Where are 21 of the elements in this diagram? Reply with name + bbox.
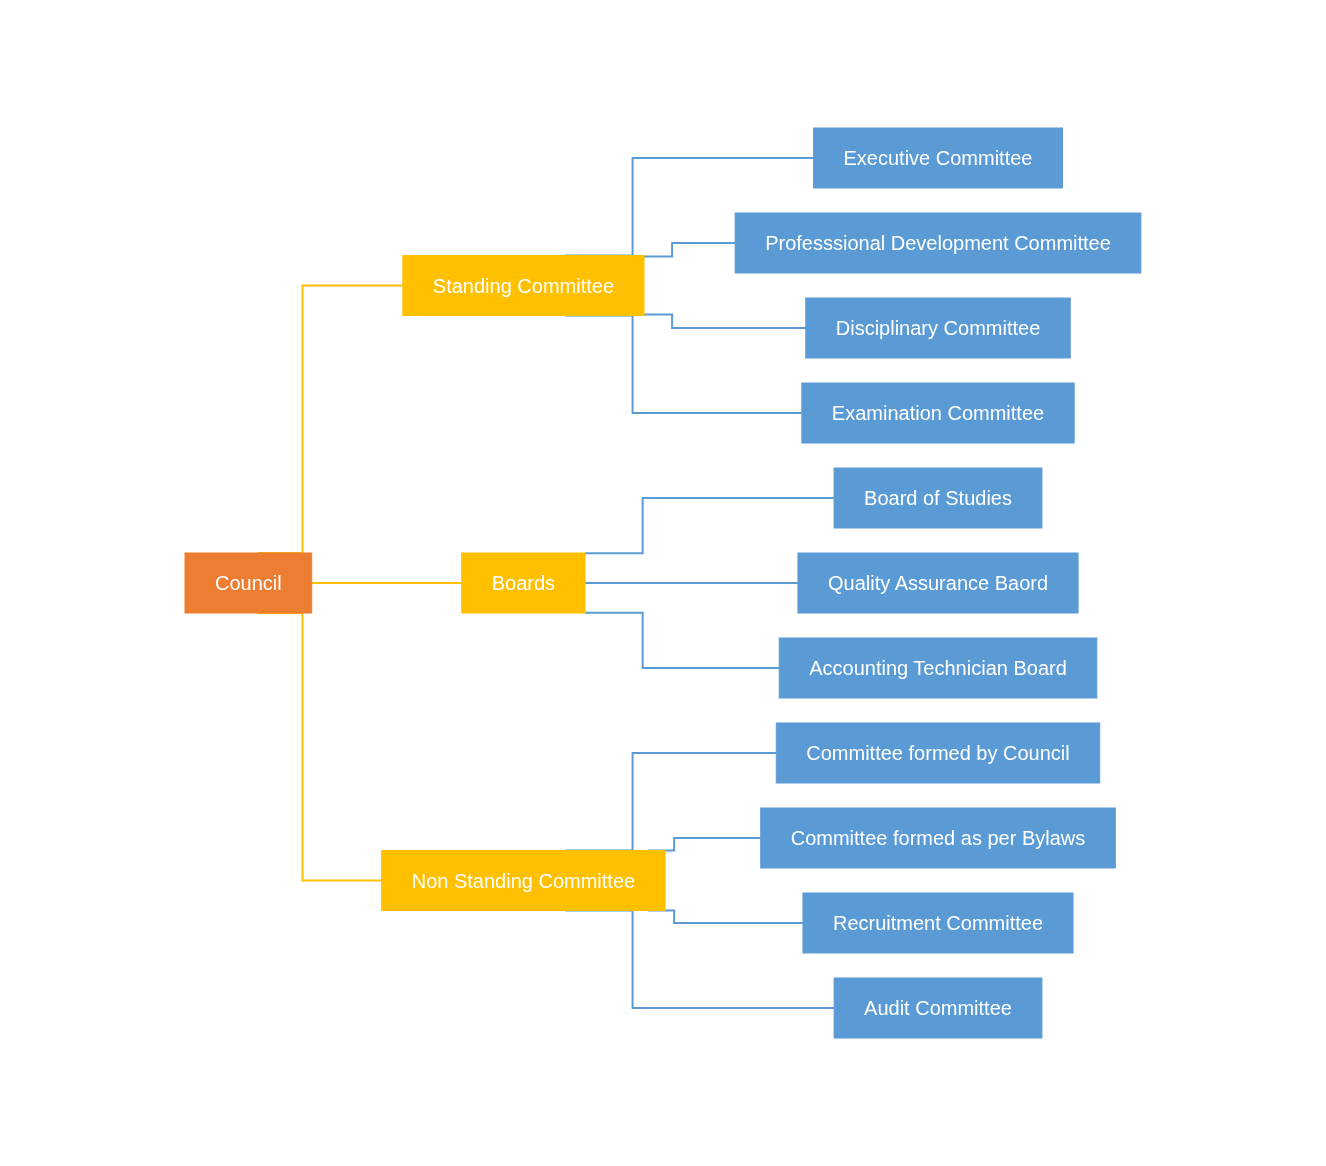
node-box: Council xyxy=(184,552,313,614)
node-box: Boards xyxy=(461,552,586,614)
connector xyxy=(584,582,799,584)
node-box: Audit Committee xyxy=(833,977,1043,1039)
node-box: Professsional Development Committee xyxy=(734,212,1142,274)
node-box: Non Standing Committee xyxy=(381,850,666,911)
connector xyxy=(584,611,781,669)
node-box: Accounting Technician Board xyxy=(778,637,1098,699)
node-box: Quality Assurance Baord xyxy=(797,552,1079,614)
node-box: Standing Committee xyxy=(402,255,645,316)
node-box: Committee formed as per Bylaws xyxy=(760,807,1116,869)
node-box: Examination Committee xyxy=(801,382,1075,444)
connector xyxy=(310,582,463,584)
connector xyxy=(643,313,807,329)
connector xyxy=(584,497,836,555)
node-box: Executive Committee xyxy=(813,127,1064,189)
node-box: Committee formed by Council xyxy=(775,722,1101,784)
connector xyxy=(643,242,737,258)
node-box: Disciplinary Committee xyxy=(805,297,1071,359)
node-box: Recruitment Committee xyxy=(802,892,1074,954)
node-box: Board of Studies xyxy=(833,467,1043,529)
